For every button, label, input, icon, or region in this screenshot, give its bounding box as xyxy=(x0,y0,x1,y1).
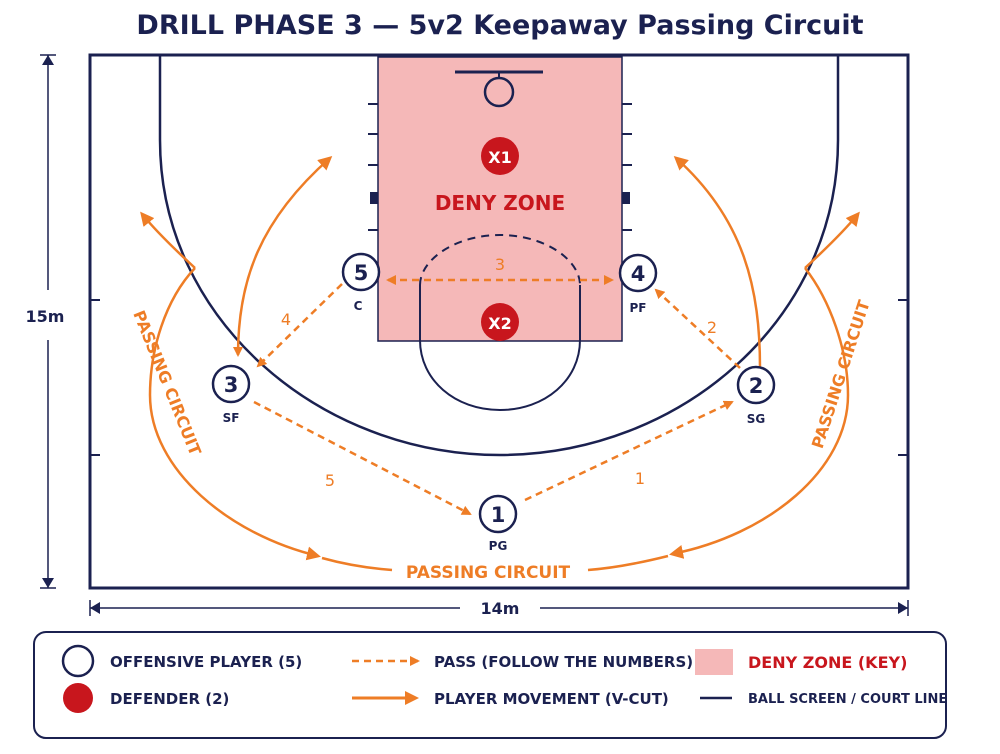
player-number: 4 xyxy=(631,262,646,286)
defender-x2: X2 xyxy=(481,303,519,341)
defender-label: X1 xyxy=(488,148,511,167)
dimension-height-label: 15m xyxy=(26,307,65,326)
player-number: 5 xyxy=(354,261,369,285)
pass-number-4: 4 xyxy=(281,310,291,329)
offense-player-2: 2 SG xyxy=(736,365,776,426)
lane-hash-marks xyxy=(368,103,632,231)
player-position: SF xyxy=(223,411,240,425)
free-throw-circle-bottom xyxy=(419,285,581,412)
circuit-arc-left-lower xyxy=(148,267,321,561)
player-number: 3 xyxy=(224,373,239,397)
dimension-width-label: 14m xyxy=(481,599,520,618)
v-cut-arrow-sf xyxy=(233,156,333,357)
circuit-label-right: PASSING CIRCUIT xyxy=(808,298,874,451)
circuit-arc-right-upper xyxy=(804,211,860,269)
legend: OFFENSIVE PLAYER (5) DEFENDER (2) PASS (… xyxy=(33,631,947,739)
legend-defender-label: DEFENDER (2) xyxy=(110,690,229,708)
circuit-arc-right-lower xyxy=(669,267,850,559)
lane-block xyxy=(622,192,630,204)
pass-arrow-1 xyxy=(524,400,734,502)
pass-arrow-5 xyxy=(253,400,472,516)
player-position: PG xyxy=(489,539,508,553)
player-number: 2 xyxy=(749,374,764,398)
page-title: DRILL PHASE 3 — 5v2 Keepaway Passing Cir… xyxy=(136,10,863,41)
offense-player-3: 3 SF xyxy=(211,364,251,425)
player-position: PF xyxy=(630,301,647,315)
pass-number-1: 1 xyxy=(635,469,645,488)
three-point-line xyxy=(158,55,840,457)
legend-deny-zone-label: DENY ZONE (KEY) xyxy=(748,653,907,672)
player-number: 1 xyxy=(491,503,506,527)
lane-block xyxy=(370,192,378,204)
pass-arrow-2 xyxy=(654,288,741,369)
deny-zone-label: DENY ZONE xyxy=(435,191,565,215)
v-cut-arrow-sg xyxy=(673,155,762,369)
free-throw-circle-top xyxy=(419,233,581,286)
circuit-label-bottom: PASSING CIRCUIT xyxy=(406,563,571,583)
dimension-height: 15m xyxy=(26,54,65,589)
legend-box xyxy=(33,631,947,739)
legend-defender-icon xyxy=(63,683,93,713)
offense-player-4: 4 PF xyxy=(618,253,658,315)
circuit-arc-bottom-left xyxy=(321,556,393,572)
deny-zone-key xyxy=(377,56,623,342)
rim xyxy=(483,76,515,108)
legend-deny-zone-swatch xyxy=(695,649,733,675)
legend-pass-label: PASS (FOLLOW THE NUMBERS) xyxy=(434,653,693,671)
offense-player-5: 5 C xyxy=(341,252,381,313)
legend-movement-label: PLAYER MOVEMENT (V-CUT) xyxy=(434,690,669,708)
defender-x1: X1 xyxy=(481,137,519,175)
legend-offense-label: OFFENSIVE PLAYER (5) xyxy=(110,653,302,671)
player-position: SG xyxy=(747,412,766,426)
dimension-width: 14m xyxy=(89,599,909,618)
legend-court-line-label: BALL SCREEN / COURT LINE xyxy=(748,692,947,707)
pass-number-3: 3 xyxy=(495,255,505,274)
pass-number-5: 5 xyxy=(325,471,335,490)
pass-arrow-4 xyxy=(256,283,343,368)
player-position: C xyxy=(354,299,363,313)
court-boundary xyxy=(88,53,910,590)
circuit-arc-bottom-right xyxy=(587,554,669,572)
circuit-arc-left-upper xyxy=(140,211,196,269)
offense-player-1: 1 PG xyxy=(478,494,518,553)
defender-label: X2 xyxy=(488,314,511,333)
circuit-label-left: PASSING CIRCUIT xyxy=(129,308,205,459)
legend-offense-icon xyxy=(61,644,95,678)
pass-number-2: 2 xyxy=(707,318,717,337)
